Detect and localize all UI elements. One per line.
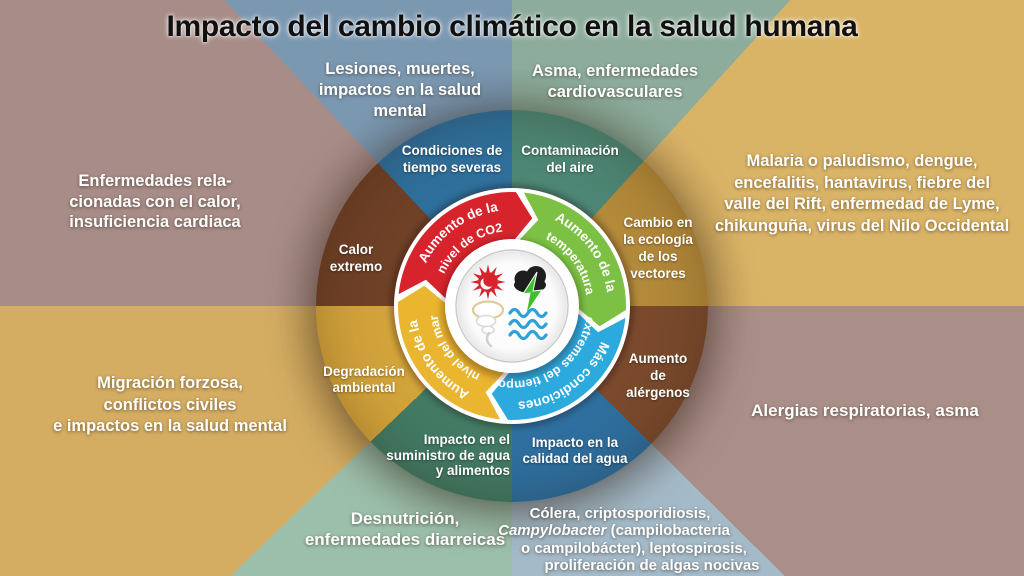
outer-label-alergias: Alergias respiratorias, asma bbox=[705, 400, 1024, 421]
cycle-arrow-mar bbox=[398, 285, 506, 420]
cycle-arrow-tiempo bbox=[491, 312, 626, 420]
label-line: Impacto en la bbox=[531, 435, 619, 450]
label-line: Aumento bbox=[628, 351, 688, 366]
label-line: Lesiones, muertes, bbox=[325, 60, 475, 78]
label-line: Calor bbox=[338, 242, 374, 257]
label-line: chikunguña, virus del Nilo Occidental bbox=[714, 217, 1010, 236]
label-line: de los bbox=[638, 249, 678, 264]
sector-label-aumento-alergenos: Aumento de alérgenos bbox=[608, 350, 708, 401]
page-title: Impacto del cambio climático en la salud… bbox=[166, 10, 858, 43]
tornado-icon bbox=[471, 300, 505, 348]
label-line: Cólera, criptosporidiosis, bbox=[529, 505, 711, 522]
label-line: Malaria o paludismo, dengue, bbox=[746, 152, 978, 170]
label-line: Migración forzosa, bbox=[97, 374, 243, 392]
label-line: Impacto en el bbox=[423, 432, 510, 447]
label-line: proliferación de algas nocivas bbox=[544, 556, 760, 574]
label-line: valle del Rift, enfermedad de Lyme, bbox=[724, 195, 1000, 214]
label-line: suministro de agua bbox=[386, 447, 510, 463]
sun-icon bbox=[470, 264, 506, 300]
label-line: de bbox=[650, 368, 666, 383]
label-line: vectores bbox=[630, 266, 686, 281]
water-waves-icon bbox=[508, 307, 548, 341]
label-line: tiempo severas bbox=[402, 160, 502, 175]
sector-label-condiciones: Condiciones de tiempo severas bbox=[392, 142, 512, 176]
label-line: impactos en la salud bbox=[318, 81, 482, 99]
label-line: Asma, enfermedades bbox=[532, 62, 698, 80]
label-line: Campylobacter (campilobacteria bbox=[498, 522, 730, 540]
label-line: Cambio en bbox=[623, 215, 693, 230]
sector-label-calor-extremo: Calor extremo bbox=[296, 241, 416, 275]
outer-label-lesiones: Lesiones, muertes, impactos en la salud me… bbox=[285, 59, 515, 122]
outer-label-enfermedades-calor: Enfermedades rela-cionadas con el calor,… bbox=[40, 171, 270, 233]
outer-label-migracion: Migración forzosa, conflictos civiles e im… bbox=[30, 373, 310, 438]
storm-cloud-lightning-icon bbox=[514, 266, 546, 315]
label-line: calidad del agua bbox=[522, 451, 628, 466]
sector-label-cambio-ecologia: Cambio en la ecología de los vectores bbox=[608, 214, 708, 282]
label-line: encefalitis, hantavirus, fiebre del bbox=[734, 173, 990, 192]
label-line: cionadas con el calor, bbox=[69, 192, 241, 211]
label-line: cardiovasculares bbox=[547, 83, 683, 101]
label-line: y alimentos bbox=[435, 463, 510, 478]
label-line: Desnutrición, bbox=[350, 509, 460, 528]
label-line: extremo bbox=[329, 259, 383, 274]
label-line: enfermedades diarreicas bbox=[304, 529, 506, 549]
cycle-arrow-co2 bbox=[398, 192, 533, 300]
label-line: e impactos en la salud mental bbox=[53, 417, 287, 435]
outer-label-desnutricion: Desnutrición,enfermedades diarreicas bbox=[280, 509, 530, 550]
label-line: insuficiencia cardiaca bbox=[69, 213, 241, 231]
label-line: mental bbox=[373, 102, 427, 120]
label-line: Alergias respiratorias, asma bbox=[751, 401, 979, 420]
outer-label-malaria: Malaria o paludismo, dengue, encefalitis,… bbox=[700, 151, 1024, 238]
label-line: Contaminación bbox=[521, 143, 619, 158]
outer-label-colera: Cólera, criptosporidiosis,Campylobacter … bbox=[470, 505, 770, 574]
label-line: alérgenos bbox=[626, 385, 690, 400]
label-line: Enfermedades rela- bbox=[78, 172, 232, 190]
outer-label-asma: Asma, enfermedades cardiovasculares bbox=[500, 61, 730, 103]
label-line: o campilobácter), leptospirosis, bbox=[521, 539, 747, 557]
cycle-arrow-temperatura bbox=[518, 192, 626, 327]
label-line: del aire bbox=[546, 160, 594, 175]
sector-label-contaminacion: Contaminación del aire bbox=[510, 142, 630, 176]
label-line: la ecología bbox=[623, 232, 693, 247]
label-line: conflictos civiles bbox=[103, 395, 237, 414]
label-line: Degradación bbox=[323, 364, 405, 379]
label-line: ambiental bbox=[332, 380, 396, 395]
label-line: Condiciones de bbox=[401, 143, 503, 158]
center-disc-ring bbox=[455, 249, 569, 363]
